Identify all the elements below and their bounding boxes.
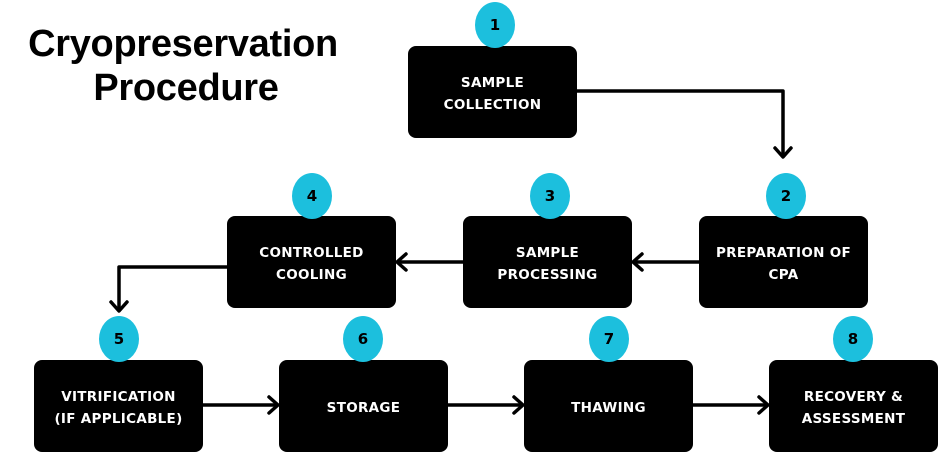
arrowhead-6-to-7 [512,395,525,415]
step-6-box: STORAGE [279,360,448,452]
title-line-2: Procedure [93,67,279,109]
step-4-label: CONTROLLED COOLING [259,245,364,283]
step-4-badge: 4 [292,173,332,219]
step-2-badge: 2 [766,173,806,219]
arrowhead-4-to-5 [109,300,129,313]
step-6-badge: 6 [343,316,383,362]
step-4-box: CONTROLLED COOLING [227,216,396,308]
diagram-title: Cryopreservation Procedure [0,22,366,110]
arrowhead-1-to-2 [773,146,793,159]
step-1-label: SAMPLE COLLECTION [443,75,542,113]
step-8-box: RECOVERY & ASSESSMENT [769,360,938,452]
step-5-label: VITRIFICATION (IF APPLICABLE) [54,389,183,427]
step-7-box: THAWING [524,360,693,452]
step-3-badge: 3 [530,173,570,219]
step-5-box: VITRIFICATION (IF APPLICABLE) [34,360,203,452]
step-2-box: PREPARATION OF CPA [699,216,868,308]
step-3-label: SAMPLE PROCESSING [497,245,598,283]
connector-4-to-5 [117,265,229,312]
step-5-badge: 5 [99,316,139,362]
step-1-badge: 1 [475,2,515,48]
arrowhead-2-to-3 [631,252,644,272]
step-6-label: STORAGE [326,400,401,416]
step-2-label: PREPARATION OF CPA [715,245,851,283]
arrowhead-3-to-4 [395,252,408,272]
step-8-label: RECOVERY & ASSESSMENT [801,389,906,427]
arrowhead-7-to-8 [757,395,770,415]
step-8-badge: 8 [833,316,873,362]
connector-1-to-2 [575,89,785,158]
step-3-box: SAMPLE PROCESSING [463,216,632,308]
step-7-badge: 7 [589,316,629,362]
title-line-1: Cryopreservation [28,23,338,65]
arrowhead-5-to-6 [267,395,280,415]
step-1-box: SAMPLE COLLECTION [408,46,577,138]
step-7-label: THAWING [571,400,646,416]
